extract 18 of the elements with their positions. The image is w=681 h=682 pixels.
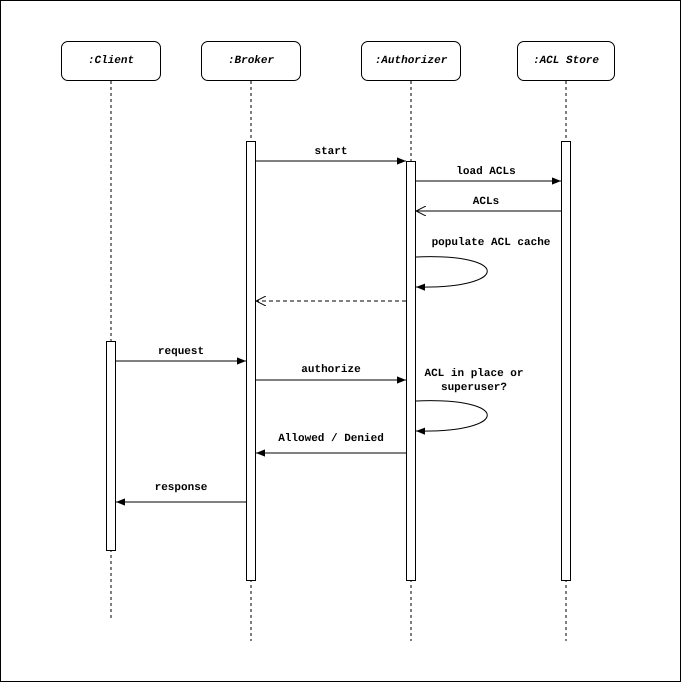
participant-box: :ACL Store: [517, 41, 615, 81]
activation-bar: [246, 141, 256, 581]
message-arrow: [256, 157, 406, 165]
message-arrow: [416, 400, 488, 434]
participant-box: :Broker: [201, 41, 301, 81]
message-arrow: [416, 206, 562, 216]
activation-bar: [406, 161, 416, 581]
message-arrow: [116, 357, 246, 365]
message-arrow: [416, 177, 562, 185]
message-arrow: [116, 498, 246, 506]
participant-box: :Authorizer: [361, 41, 461, 81]
activation-bar: [561, 141, 571, 581]
message-arrow: [256, 449, 406, 457]
participant-box: :Client: [61, 41, 161, 81]
message-arrow: [256, 376, 406, 384]
activation-bar: [106, 341, 116, 551]
message-arrow: [256, 296, 406, 306]
message-arrow: [416, 256, 488, 290]
